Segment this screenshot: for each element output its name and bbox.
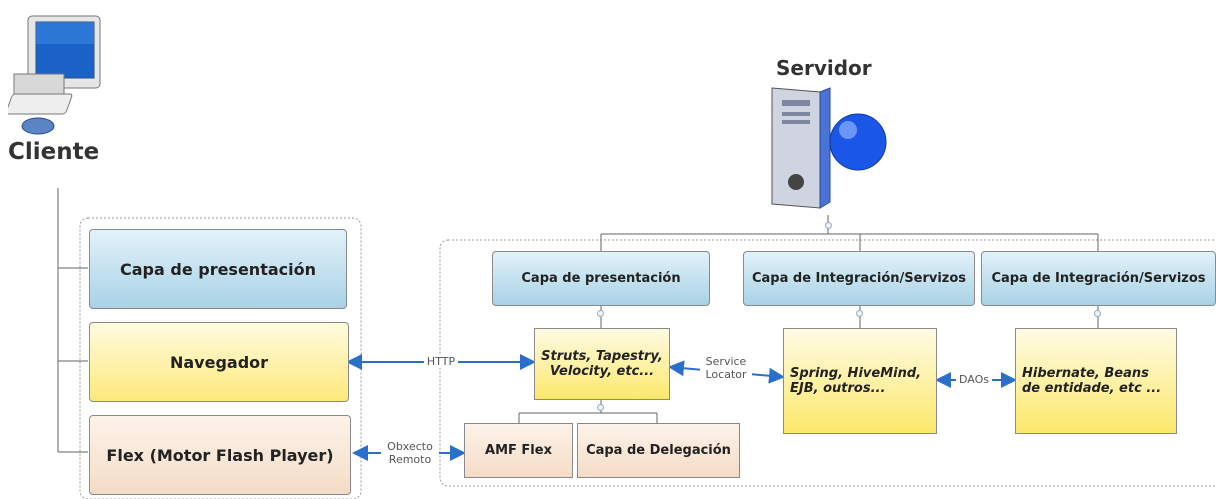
- delegation-component[interactable]: Capa de Delegación: [577, 423, 740, 478]
- integration1-collapse-toggle[interactable]: [856, 310, 863, 317]
- server-integration-label-1: Capa de Integración/Servizos: [751, 271, 967, 286]
- spring-label: Spring, HiveMind, EJB, outros...: [790, 366, 922, 396]
- server-icon: [768, 86, 894, 214]
- client-presentation-label: Capa de presentación: [120, 259, 316, 279]
- client-browser-label: Navegador: [169, 352, 269, 372]
- struts-collapse-toggle[interactable]: [597, 404, 604, 411]
- server-presentation-label: Capa de presentación: [521, 271, 681, 286]
- server-collapse-toggle[interactable]: [825, 222, 832, 229]
- server-title: Servidor: [776, 56, 872, 80]
- daos-label: DAOs: [956, 373, 992, 386]
- remote-object-label: Obxecto Remoto: [381, 440, 439, 466]
- spring-component[interactable]: Spring, HiveMind, EJB, outros...: [783, 328, 937, 434]
- integration2-collapse-toggle[interactable]: [1094, 310, 1101, 317]
- amf-flex-component[interactable]: AMF Flex: [464, 423, 573, 478]
- client-browser-layer[interactable]: Navegador: [89, 322, 349, 402]
- server-presentation-layer[interactable]: Capa de presentación: [492, 251, 710, 306]
- client-flex-label: Flex (Motor Flash Player): [106, 445, 334, 465]
- server-integration-label-2: Capa de Integración/Servizos: [991, 271, 1206, 286]
- server-integration-layer-1[interactable]: Capa de Integración/Servizos: [743, 251, 975, 306]
- struts-component[interactable]: Struts, Tapestry, Velocity, etc...: [534, 328, 670, 400]
- hibernate-label: Hibernate, Beans de entidade, etc ...: [1022, 366, 1162, 396]
- presentation-collapse-toggle[interactable]: [597, 310, 604, 317]
- client-title: Cliente: [8, 139, 100, 165]
- delegation-label: Capa de Delegación: [586, 443, 731, 458]
- client-presentation-layer[interactable]: Capa de presentación: [89, 229, 347, 309]
- computer-icon: [8, 8, 108, 136]
- amf-flex-label: AMF Flex: [485, 443, 552, 458]
- client-flex-layer[interactable]: Flex (Motor Flash Player): [89, 415, 351, 495]
- service-locator-label: Service Locator: [700, 355, 752, 381]
- http-label: HTTP: [424, 355, 458, 368]
- server-integration-layer-2[interactable]: Capa de Integración/Servizos: [981, 251, 1216, 306]
- struts-label: Struts, Tapestry, Velocity, etc...: [541, 349, 663, 379]
- hibernate-component[interactable]: Hibernate, Beans de entidade, etc ...: [1015, 328, 1177, 434]
